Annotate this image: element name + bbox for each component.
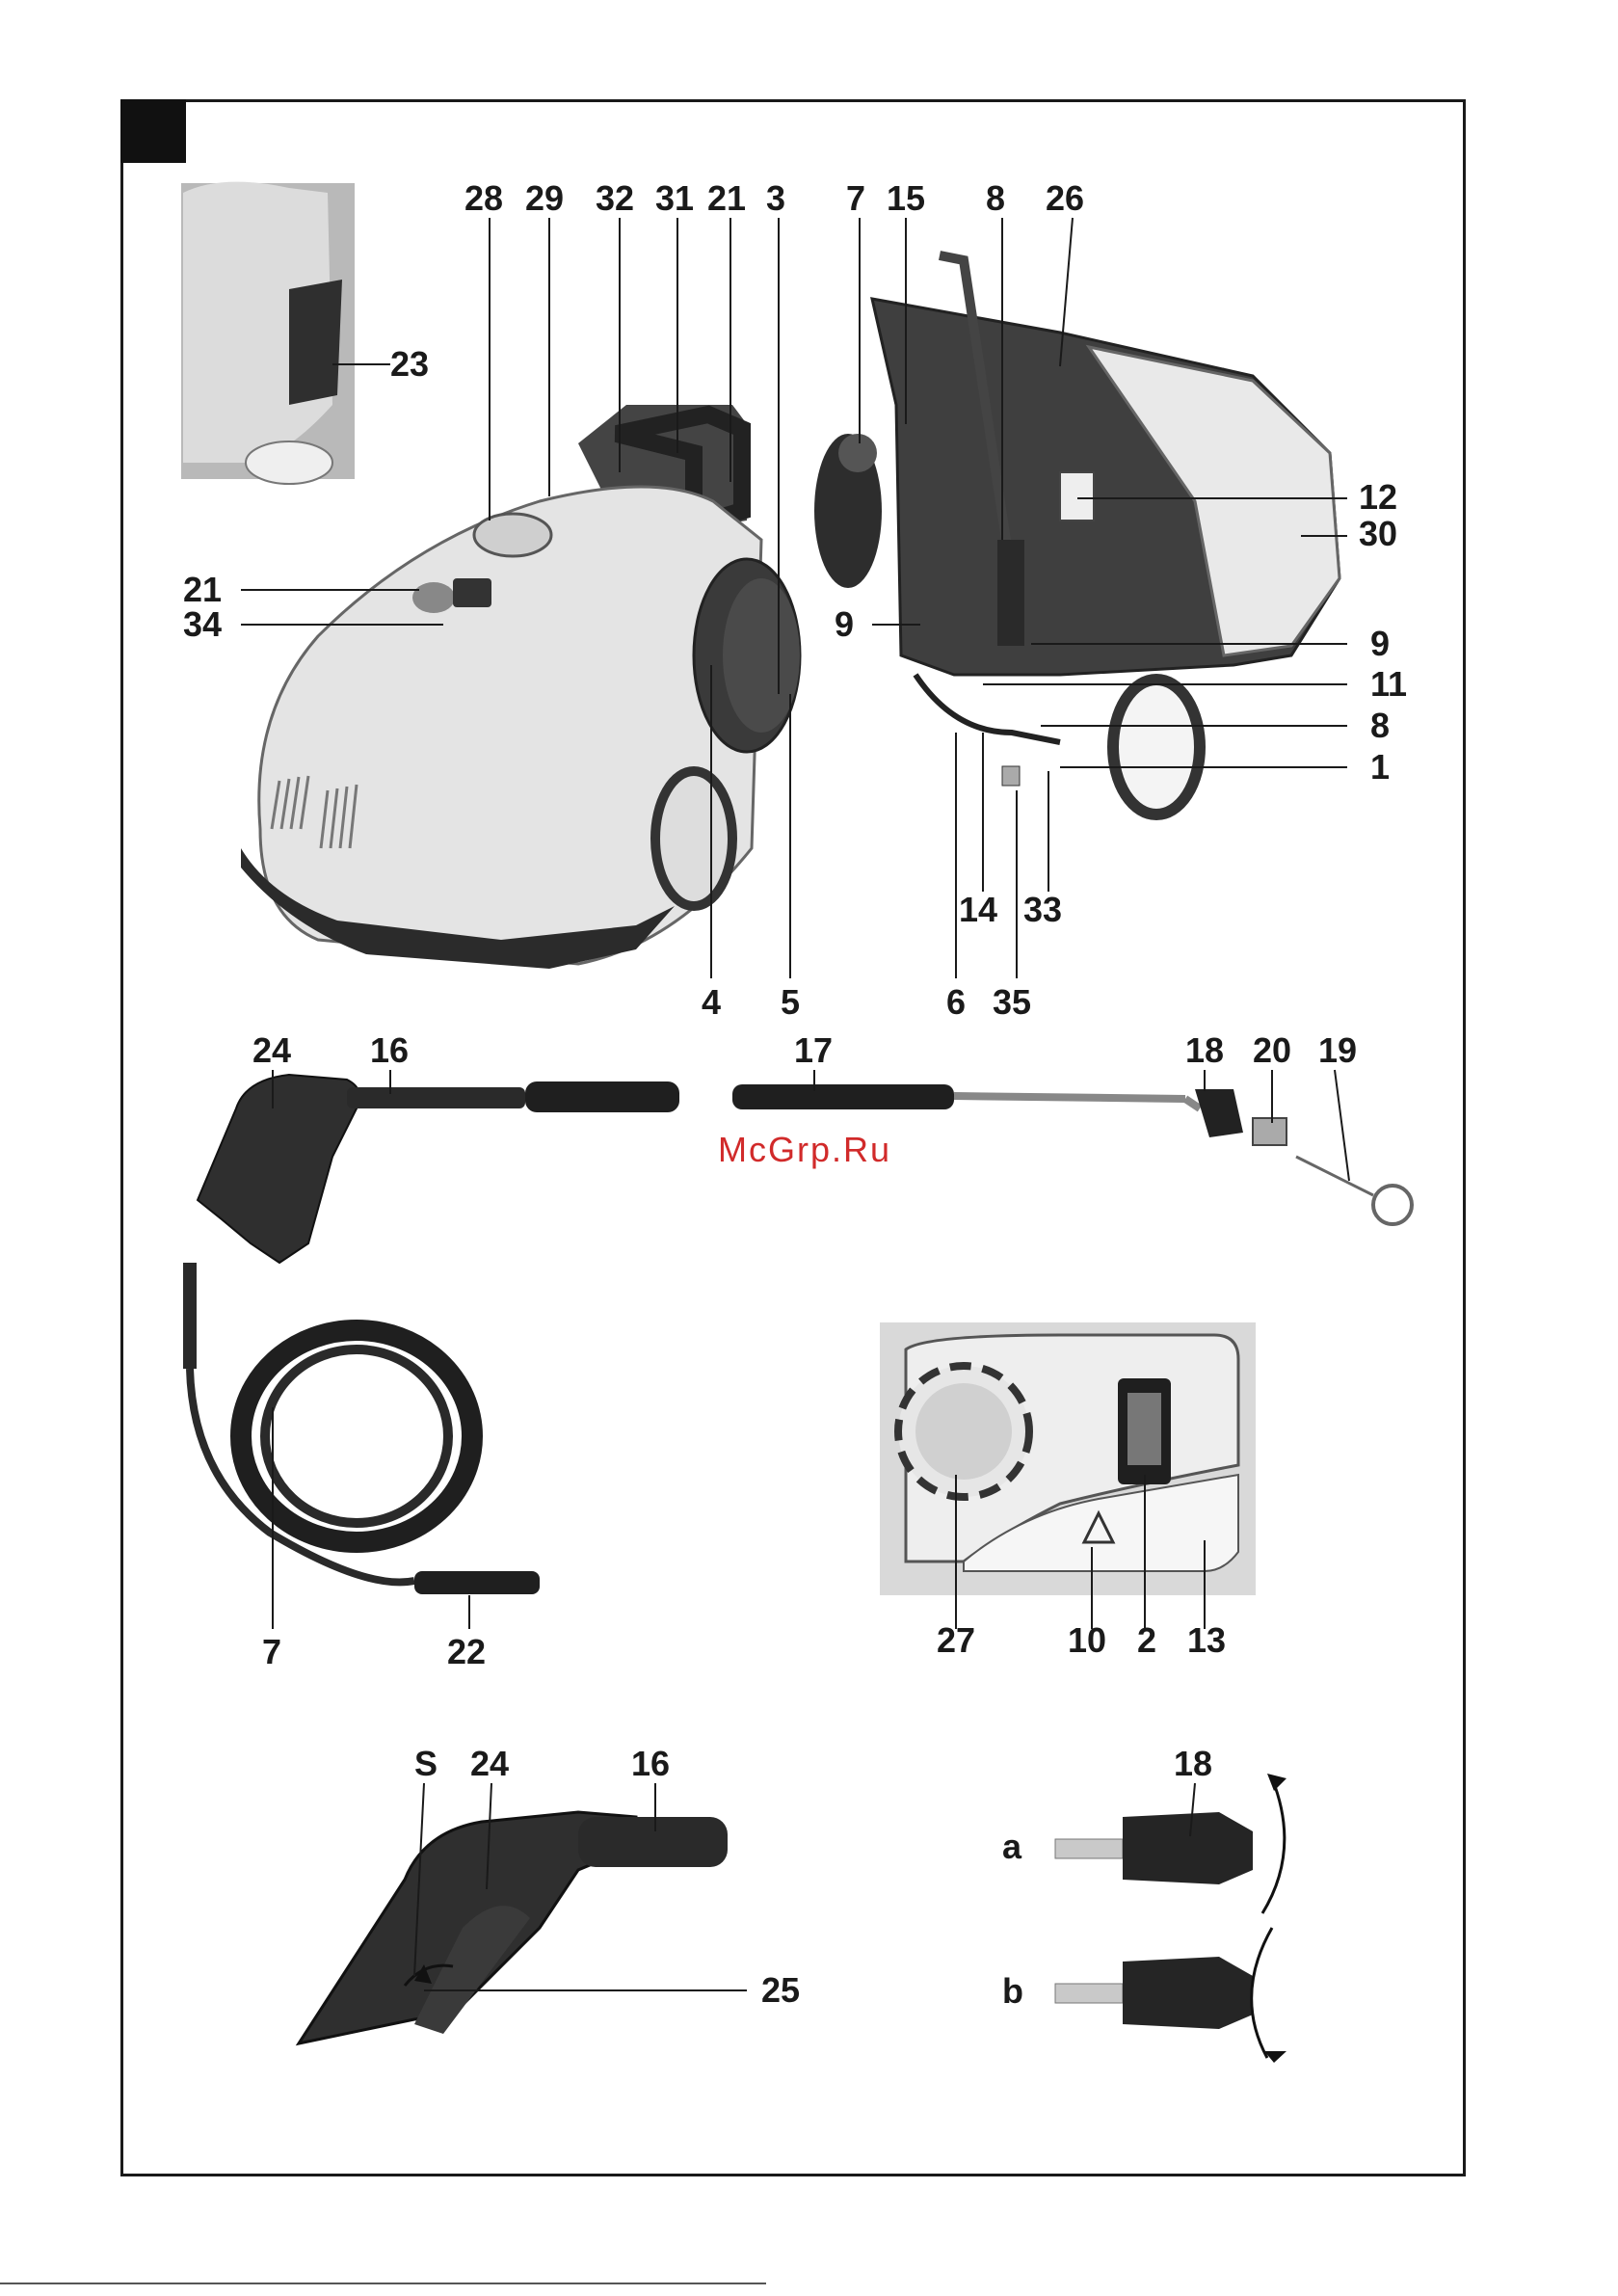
callout-11: 11 — [1370, 667, 1407, 702]
callout-28: 28 — [464, 181, 503, 216]
callout-9-left: 9 — [835, 607, 854, 642]
callout-15: 15 — [887, 181, 925, 216]
control-panel-photo — [880, 1322, 1256, 1595]
callout-33: 33 — [1023, 893, 1062, 927]
callout-21-side: 21 — [183, 573, 222, 607]
callout-9-right: 9 — [1370, 627, 1390, 661]
callout-34: 34 — [183, 607, 222, 642]
callout-30: 30 — [1359, 517, 1397, 551]
callout-20: 20 — [1253, 1033, 1291, 1068]
callout-7-hose: 7 — [262, 1635, 281, 1669]
inset-storage-photo — [181, 182, 355, 484]
nozzle-detail-b — [1055, 1928, 1286, 2063]
callout-5: 5 — [781, 985, 800, 1020]
callout-6: 6 — [946, 985, 966, 1020]
callout-10: 10 — [1068, 1623, 1106, 1658]
callout-23: 23 — [390, 347, 429, 382]
callout-22: 22 — [447, 1635, 486, 1669]
pressure-washer-front-view — [241, 405, 800, 969]
callout-4: 4 — [702, 985, 721, 1020]
callout-25: 25 — [761, 1973, 800, 2008]
callout-7-top: 7 — [846, 181, 865, 216]
callout-27: 27 — [937, 1623, 975, 1658]
callout-16-closeup: 16 — [631, 1747, 670, 1781]
callout-b: b — [1002, 1974, 1023, 2009]
callout-29: 29 — [525, 181, 564, 216]
callout-1: 1 — [1370, 750, 1390, 785]
callout-S: S — [414, 1747, 438, 1781]
callout-19: 19 — [1318, 1033, 1357, 1068]
callout-17: 17 — [794, 1033, 833, 1068]
callout-32: 32 — [596, 181, 634, 216]
callout-16-gun: 16 — [370, 1033, 409, 1068]
callout-35: 35 — [993, 985, 1031, 1020]
nozzle-detail-a — [1055, 1774, 1286, 1913]
callout-24-closeup: 24 — [470, 1747, 509, 1781]
callout-18-nozzle: 18 — [1174, 1747, 1212, 1781]
page-bottom-rule — [0, 2283, 766, 2284]
callout-3: 3 — [766, 181, 785, 216]
callout-26: 26 — [1046, 181, 1084, 216]
callout-2: 2 — [1137, 1623, 1156, 1658]
pressure-washer-rear-view — [814, 255, 1339, 814]
spray-gun-closeup — [299, 1812, 728, 2043]
callout-13: 13 — [1187, 1623, 1226, 1658]
callout-31: 31 — [655, 181, 694, 216]
watermark-text: McGrp.Ru — [718, 1130, 891, 1170]
callout-8-right: 8 — [1370, 708, 1390, 743]
callout-12: 12 — [1359, 480, 1397, 515]
callout-8-top: 8 — [986, 181, 1005, 216]
callout-21-top: 21 — [707, 181, 746, 216]
high-pressure-hose — [183, 1263, 540, 1594]
callout-a: a — [1002, 1829, 1021, 1864]
callout-24-gun: 24 — [252, 1033, 291, 1068]
callout-14: 14 — [959, 893, 997, 927]
callout-18-lance: 18 — [1185, 1033, 1224, 1068]
